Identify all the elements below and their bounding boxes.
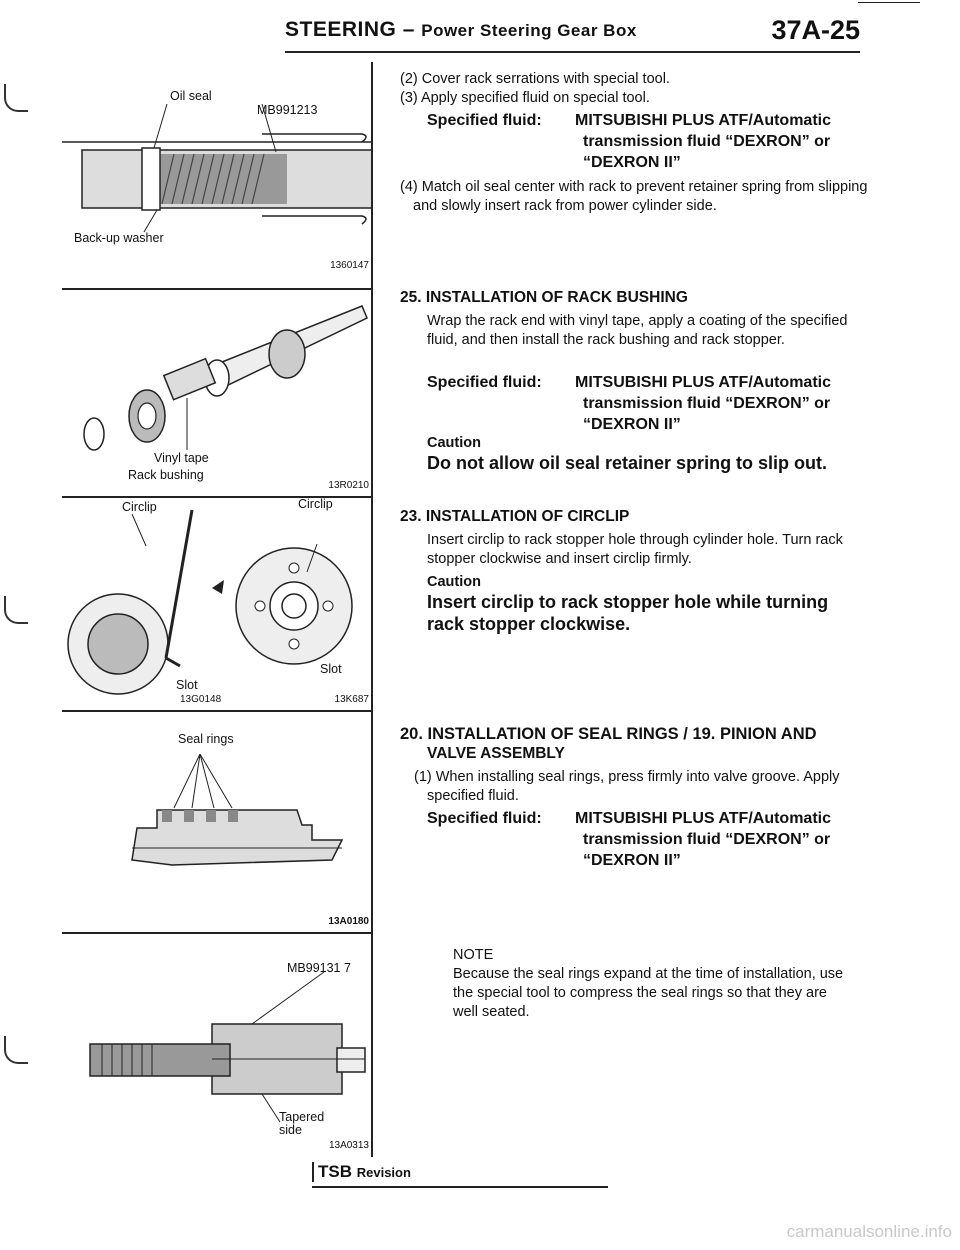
fluid-value-line: MITSUBISHI PLUS ATF/Automatic bbox=[575, 112, 831, 129]
figure-column: Oil seal MB991213 Back-up washer 1360147… bbox=[62, 62, 373, 1157]
step-2: (2) Cover rack serrations with special t… bbox=[400, 71, 670, 87]
step-20-1: (1) When installing seal rings, press fi… bbox=[414, 769, 840, 804]
circlip-illustration bbox=[67, 509, 353, 695]
tapered-side-illustration bbox=[89, 971, 366, 1123]
page-header: STEERING – Power Steering Gear Box 37A-2… bbox=[285, 15, 860, 50]
label-slot-right: Slot bbox=[320, 662, 342, 676]
fluid-label: Specified fluid: bbox=[427, 810, 542, 827]
fluid-value-line: “DEXRON II” bbox=[583, 852, 681, 869]
header-rule-top bbox=[858, 2, 920, 3]
step-4: (4) Match oil seal center with rack to p… bbox=[400, 179, 868, 214]
body-23: Insert circlip to rack stopper hole thro… bbox=[427, 532, 843, 567]
figure-rack-bushing: Vinyl tape Rack bushing 13R0210 bbox=[62, 288, 371, 498]
binding-mark bbox=[4, 1036, 28, 1064]
figure-code: 13A0180 bbox=[328, 916, 369, 927]
caution-label: Caution bbox=[427, 574, 481, 590]
note-label: NOTE bbox=[453, 947, 494, 963]
fluid-value-line: “DEXRON II” bbox=[583, 416, 681, 433]
figure-code: 13R0210 bbox=[328, 480, 369, 491]
caution-label: Caution bbox=[427, 435, 481, 451]
caution-text-23: Insert circlip to rack stopper hole whil… bbox=[427, 592, 829, 634]
fluid-value-line: transmission fluid “DEXRON” or bbox=[583, 831, 831, 848]
figure-code: 1360147 bbox=[330, 260, 369, 271]
label-side: side bbox=[279, 1123, 302, 1137]
heading-20-line2: VALVE ASSEMBLY bbox=[427, 745, 565, 762]
label-circlip-right: Circlip bbox=[298, 497, 333, 511]
figure-code: 13K687 bbox=[334, 694, 369, 705]
note-text: Because the seal rings expand at the tim… bbox=[453, 966, 844, 1020]
body-25: Wrap the rack end with vinyl tape, apply… bbox=[427, 313, 848, 348]
figure-code: 13G0148 bbox=[180, 694, 222, 705]
label-mb991317: MB99131 7 bbox=[287, 961, 351, 975]
heading-25: 25. INSTALLATION OF RACK BUSHING bbox=[400, 289, 688, 306]
figure-circlip: Circlip Circlip Slot Slot 13G0148 13K687 bbox=[62, 496, 371, 712]
label-oil-seal: Oil seal bbox=[170, 89, 212, 103]
rack-bushing-illustration bbox=[83, 305, 368, 451]
binding-mark bbox=[4, 84, 28, 112]
label-tapered: Tapered bbox=[279, 1110, 325, 1124]
heading-23: 23. INSTALLATION OF CIRCLIP bbox=[400, 508, 630, 525]
fluid-value-line: MITSUBISHI PLUS ATF/Automatic bbox=[575, 374, 831, 391]
tsb-revision-label: TSB Revision bbox=[312, 1162, 411, 1182]
binding-mark bbox=[4, 596, 28, 624]
seal-rings-illustration bbox=[131, 753, 344, 866]
step-3: (3) Apply specified fluid on special too… bbox=[400, 90, 650, 106]
footer: TSB Revision bbox=[312, 1160, 608, 1188]
fluid-value-line: MITSUBISHI PLUS ATF/Automatic bbox=[575, 810, 831, 827]
fluid-value-line: “DEXRON II” bbox=[583, 154, 681, 171]
label-vinyl-tape: Vinyl tape bbox=[154, 451, 209, 465]
fluid-label: Specified fluid: bbox=[427, 374, 542, 391]
label-seal-rings: Seal rings bbox=[178, 732, 234, 746]
caution-text-25: Do not allow oil seal retainer spring to… bbox=[427, 453, 828, 473]
figure-code: 13A0313 bbox=[328, 1140, 369, 1151]
section-title: STEERING – Power Steering Gear Box bbox=[285, 18, 637, 41]
fluid-value-line: transmission fluid “DEXRON” or bbox=[583, 133, 831, 150]
oil-seal-illustration bbox=[62, 103, 371, 233]
page-number: 37A-25 bbox=[771, 15, 860, 45]
heading-20: 20. INSTALLATION OF SEAL RINGS / 19. PIN… bbox=[400, 725, 817, 743]
figure-tapered-side: MB99131 7 Tapered side 13A0313 bbox=[62, 932, 371, 1157]
watermark: carmanualsonline.info bbox=[786, 1222, 952, 1241]
label-circlip-left: Circlip bbox=[122, 500, 157, 514]
figure-seal-rings: Seal rings 13A0180 bbox=[62, 710, 371, 934]
label-mb991213: MB991213 bbox=[257, 103, 318, 117]
fluid-label: Specified fluid: bbox=[427, 112, 542, 129]
figure-oil-seal: Oil seal MB991213 Back-up washer 1360147 bbox=[62, 62, 371, 290]
label-back-up-washer: Back-up washer bbox=[74, 231, 164, 245]
header-rule bbox=[285, 51, 860, 53]
fluid-value-line: transmission fluid “DEXRON” or bbox=[583, 395, 831, 412]
label-slot-left: Slot bbox=[176, 678, 198, 692]
label-rack-bushing: Rack bushing bbox=[128, 468, 204, 482]
